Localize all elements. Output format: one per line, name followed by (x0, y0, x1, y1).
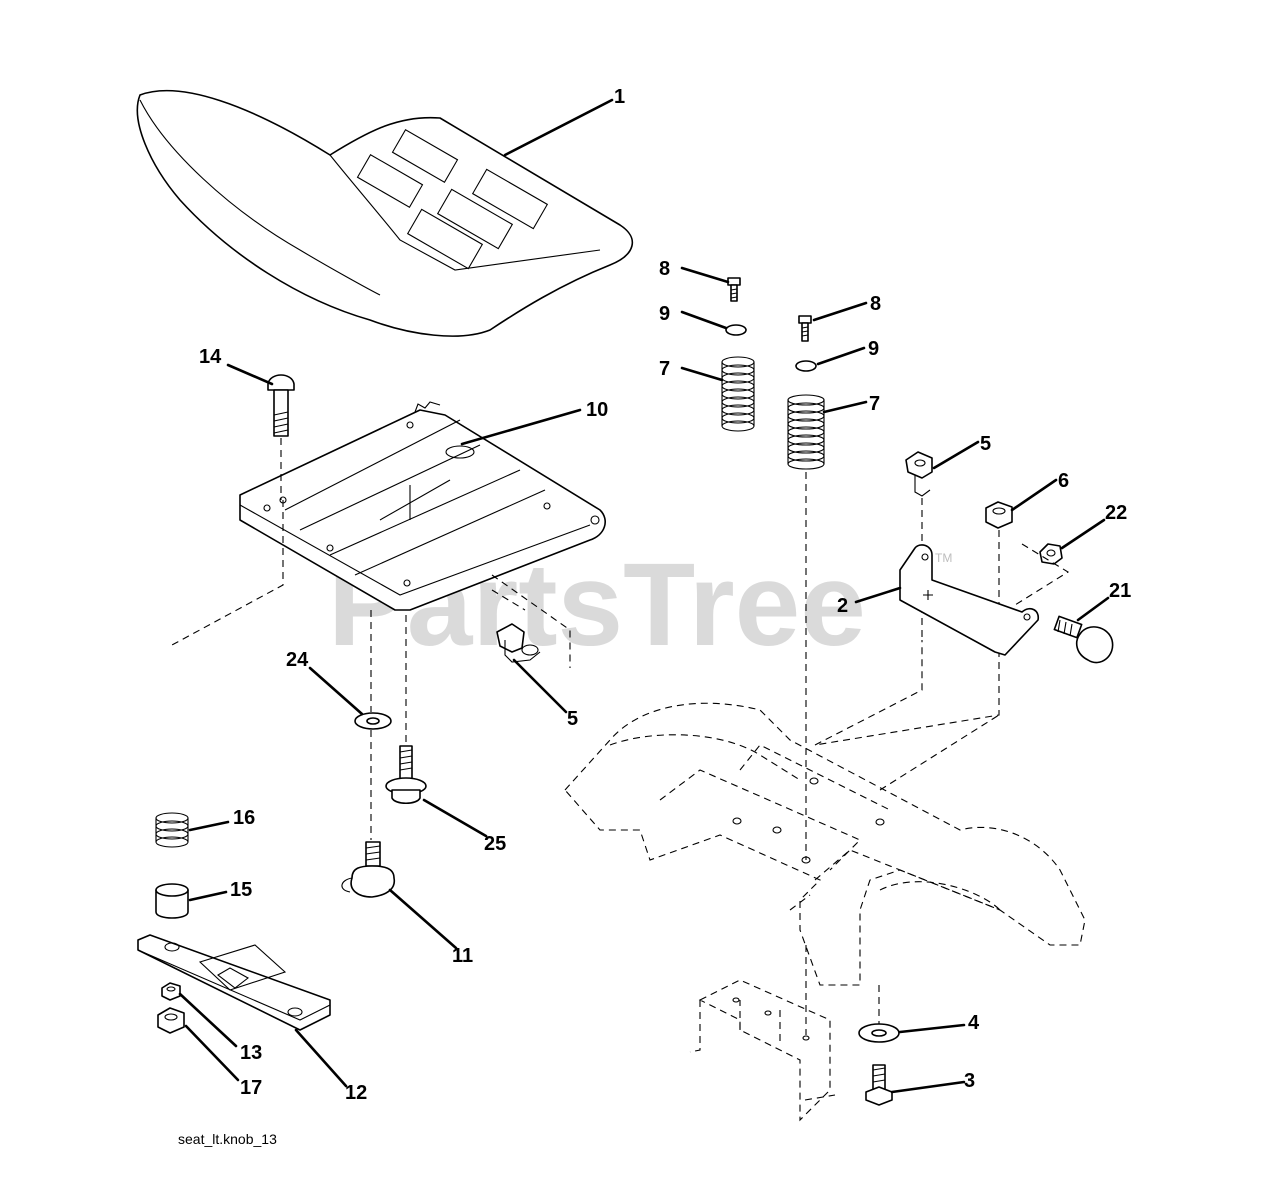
washer-24 (354, 712, 392, 730)
spring-7-left (721, 356, 755, 432)
callout-7-left: 7 (659, 358, 670, 380)
callout-12: 12 (345, 1082, 367, 1104)
carriage-bolt (267, 374, 295, 500)
knob-bolt (1053, 615, 1114, 664)
spring-16 (155, 812, 189, 848)
washer-9-right (795, 360, 817, 372)
nut-17 (157, 1007, 185, 1034)
callout-13: 13 (240, 1042, 262, 1064)
callout-5-right: 5 (980, 433, 991, 455)
callout-8-left: 8 (659, 258, 670, 280)
callout-11: 11 (452, 945, 473, 967)
watermark-trademark: TM (935, 551, 952, 565)
nut-6 (985, 501, 1013, 529)
bracket-2 (899, 544, 1040, 656)
seat (136, 89, 634, 337)
nut-22 (1039, 543, 1063, 565)
callout-3: 3 (964, 1070, 975, 1092)
callout-16: 16 (233, 807, 255, 829)
callout-labels: 1 14 10 8 9 7 8 9 7 5 6 22 2 21 24 5 16 … (199, 86, 1131, 1104)
callout-2: 2 (837, 595, 848, 617)
callout-6: 6 (1058, 470, 1069, 492)
lower-bracket-outline (689, 979, 836, 1122)
callout-4: 4 (968, 1012, 980, 1034)
washer-9-left (725, 324, 747, 336)
frame-outline (564, 640, 1086, 986)
callout-22: 22 (1105, 502, 1127, 524)
nut-13 (161, 982, 181, 1001)
callout-7-right: 7 (869, 393, 880, 415)
callout-24: 24 (286, 649, 309, 671)
bracket-plate (137, 934, 331, 1031)
leader-lines (178, 98, 1110, 1094)
callout-21: 21 (1109, 580, 1131, 602)
callout-15: 15 (230, 879, 252, 901)
callout-17: 17 (240, 1077, 262, 1099)
bolt-8-left (727, 277, 741, 302)
clip-right (905, 451, 933, 497)
callout-5-left: 5 (567, 708, 578, 730)
bolt-8-right (798, 315, 812, 342)
callout-1: 1 (614, 86, 625, 108)
clip-left (496, 623, 541, 663)
bushing (155, 883, 189, 919)
diagram-caption: seat_lt.knob_13 (178, 1131, 277, 1147)
callout-10: 10 (586, 399, 608, 421)
bolt-3 (865, 1064, 893, 1106)
callout-25: 25 (484, 833, 506, 855)
callout-9-right: 9 (868, 338, 879, 360)
washer-4 (858, 1023, 900, 1043)
spring-7-right (787, 394, 825, 470)
knob (341, 841, 396, 898)
callout-14: 14 (199, 346, 222, 368)
callout-9-left: 9 (659, 303, 670, 325)
callout-8-right: 8 (870, 293, 881, 315)
seat-pan (239, 401, 606, 611)
shoulder-bolt (385, 745, 427, 805)
